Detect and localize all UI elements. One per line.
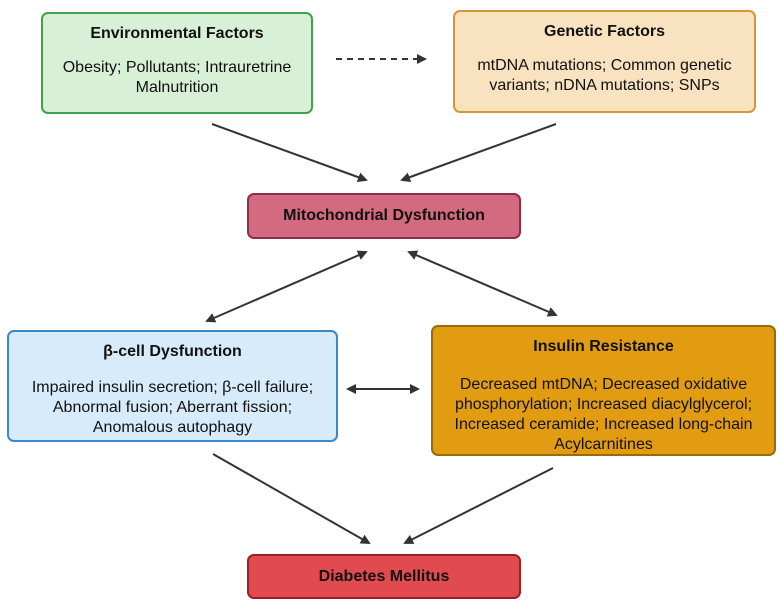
insulin-resistance-body: Decreased mtDNA; Decreased oxidative pho… xyxy=(454,376,753,453)
arrow-environmental-to-mitochondrial xyxy=(211,123,368,182)
diabetes-mellitus-title: Diabetes Mellitus xyxy=(318,567,450,585)
arrow-genetic-to-mitochondrial xyxy=(400,123,557,182)
mitochondrial-dysfunction-box: Mitochondrial Dysfunction xyxy=(247,193,521,239)
beta-cell-dysfunction-box: β-cell Dysfunction Impaired insulin secr… xyxy=(7,330,338,442)
arrow-insulin-resistance-to-diabetes xyxy=(403,467,554,544)
insulin-resistance-box: Insulin Resistance Decreased mtDNA; Decr… xyxy=(431,325,776,456)
insulin-resistance-title: Insulin Resistance xyxy=(533,338,674,355)
mitochondrial-dysfunction-title: Mitochondrial Dysfunction xyxy=(283,207,485,224)
beta-cell-dysfunction-body: Impaired insulin secretion; β-cell failu… xyxy=(31,379,314,436)
diabetes-mellitus-box: Diabetes Mellitus xyxy=(247,554,521,599)
arrow-mitochondrial-insulin-resistance xyxy=(407,250,558,317)
arrow-beta-cell-to-diabetes xyxy=(212,453,371,544)
genetic-factors-body: mtDNA mutations; Common genetic variants… xyxy=(477,57,732,94)
genetic-factors-box: Genetic Factors mtDNA mutations; Common … xyxy=(453,10,756,113)
environmental-factors-body: Obesity; Pollutants; Intrauretrine Malnu… xyxy=(62,59,292,96)
beta-cell-dysfunction-title: β-cell Dysfunction xyxy=(103,343,242,360)
environmental-factors-box: Environmental Factors Obesity; Pollutant… xyxy=(41,12,313,114)
arrow-mitochondrial-beta-cell xyxy=(205,250,368,323)
environmental-factors-title: Environmental Factors xyxy=(90,25,264,42)
genetic-factors-title: Genetic Factors xyxy=(544,23,665,40)
